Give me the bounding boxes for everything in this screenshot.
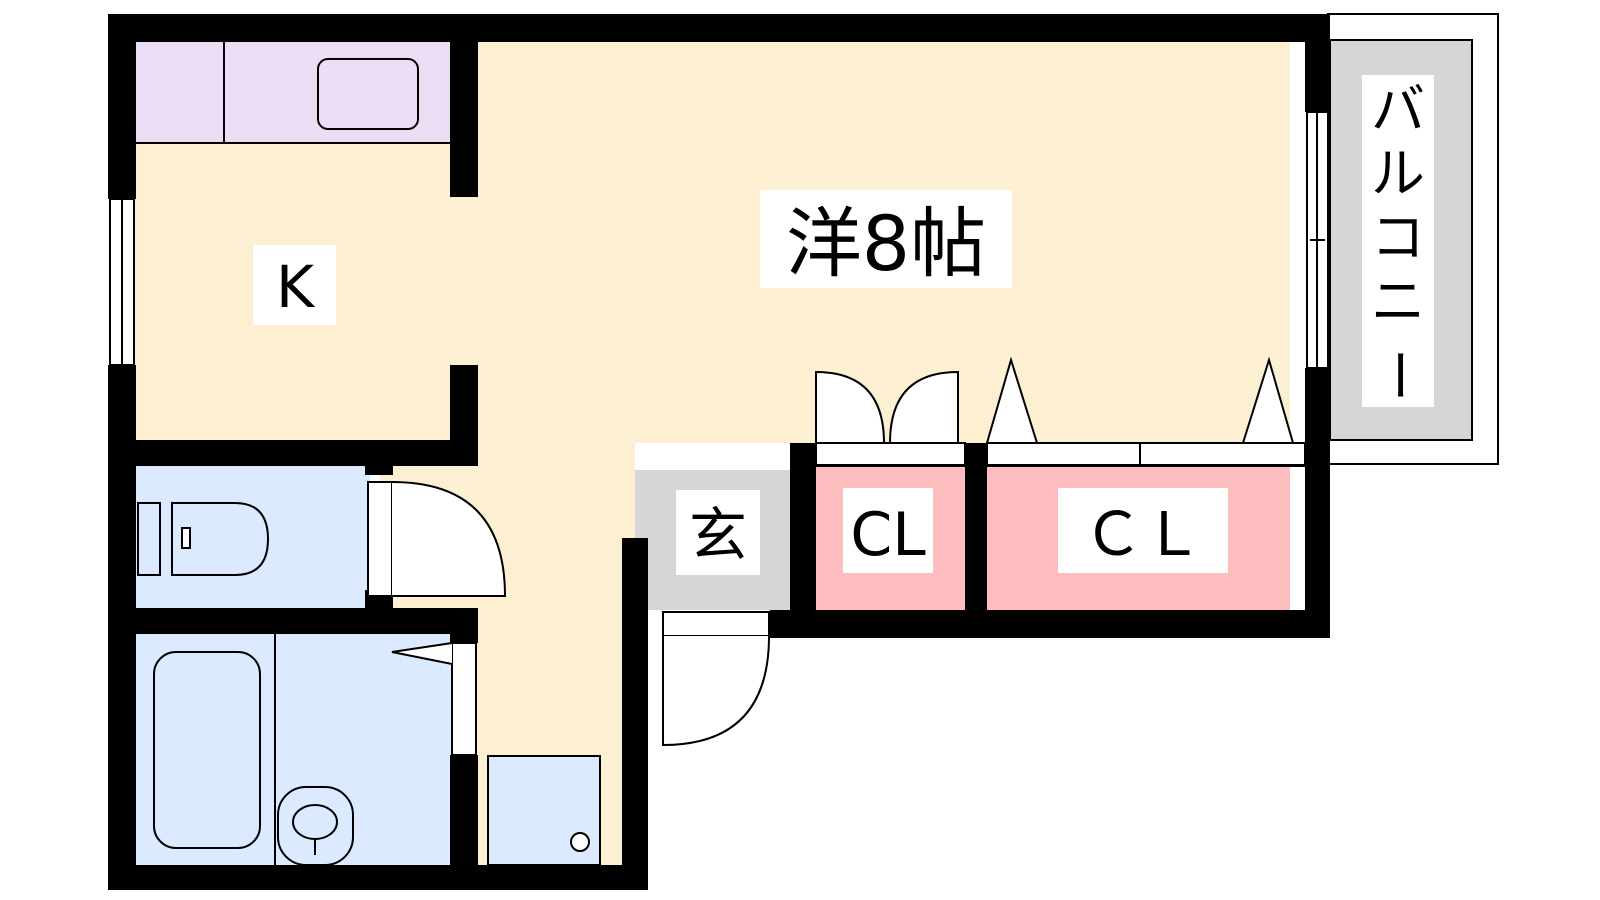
closet-small-door-left[interactable] bbox=[815, 370, 885, 444]
wall-closet-divider bbox=[965, 443, 987, 638]
wall-kitchen-right-upper bbox=[450, 14, 478, 197]
doors bbox=[367, 356, 1306, 756]
room-labels: K 洋8帖 玄 CL ＣＬ バ ル コ ニ ー bbox=[253, 75, 1434, 575]
wall-right-upper bbox=[1305, 14, 1330, 112]
wall-bottom bbox=[108, 865, 648, 890]
closet-small-door-right[interactable] bbox=[889, 370, 959, 444]
toilet-fixtures bbox=[137, 502, 270, 576]
wall-corridor-right bbox=[622, 538, 648, 890]
balcony-label-char-1: バ bbox=[1371, 78, 1425, 141]
floor-areas bbox=[120, 13, 1499, 866]
toilet-door[interactable] bbox=[367, 481, 393, 597]
western-room-label: 洋8帖 bbox=[786, 199, 986, 288]
wall-bath-right-lower bbox=[450, 755, 478, 890]
wall-top bbox=[108, 14, 1330, 42]
toilet-door-swing bbox=[391, 481, 507, 597]
wall-right-lower bbox=[1305, 368, 1330, 638]
bath-fixtures bbox=[153, 634, 590, 866]
toilet-tank bbox=[137, 502, 161, 576]
entrance-door[interactable] bbox=[662, 611, 770, 637]
wall-entrance-right bbox=[790, 443, 816, 638]
windows bbox=[109, 111, 1329, 369]
wall-kitchen-bottom bbox=[108, 440, 478, 466]
wall-closet-bottom bbox=[770, 610, 1330, 638]
wall-bath-right-upper bbox=[450, 608, 478, 643]
closet-small-label: CL bbox=[850, 500, 926, 570]
bath-door[interactable] bbox=[451, 642, 477, 756]
balcony-label-char-2: ル bbox=[1371, 142, 1425, 205]
kitchen-counter bbox=[120, 28, 450, 143]
entrance-door-swing bbox=[662, 635, 770, 747]
kitchen-sink bbox=[317, 58, 419, 130]
kitchen-fixtures bbox=[136, 40, 450, 144]
wall-toilet-right bbox=[365, 455, 393, 475]
kitchen-label: K bbox=[276, 253, 316, 321]
closet-large-label: ＣＬ bbox=[1083, 500, 1203, 570]
toilet-bowl-icon bbox=[171, 502, 270, 576]
bathtub bbox=[153, 651, 261, 849]
washbasin bbox=[277, 786, 354, 866]
wall-left-upper bbox=[108, 14, 136, 199]
balcony-label-char-5: ー bbox=[1367, 348, 1430, 402]
balcony-label-char-4: ニ bbox=[1371, 270, 1425, 333]
entrance-label: 玄 bbox=[689, 501, 747, 569]
wall-toilet-bottom bbox=[108, 608, 478, 634]
balcony-label-char-3: コ bbox=[1371, 206, 1425, 269]
